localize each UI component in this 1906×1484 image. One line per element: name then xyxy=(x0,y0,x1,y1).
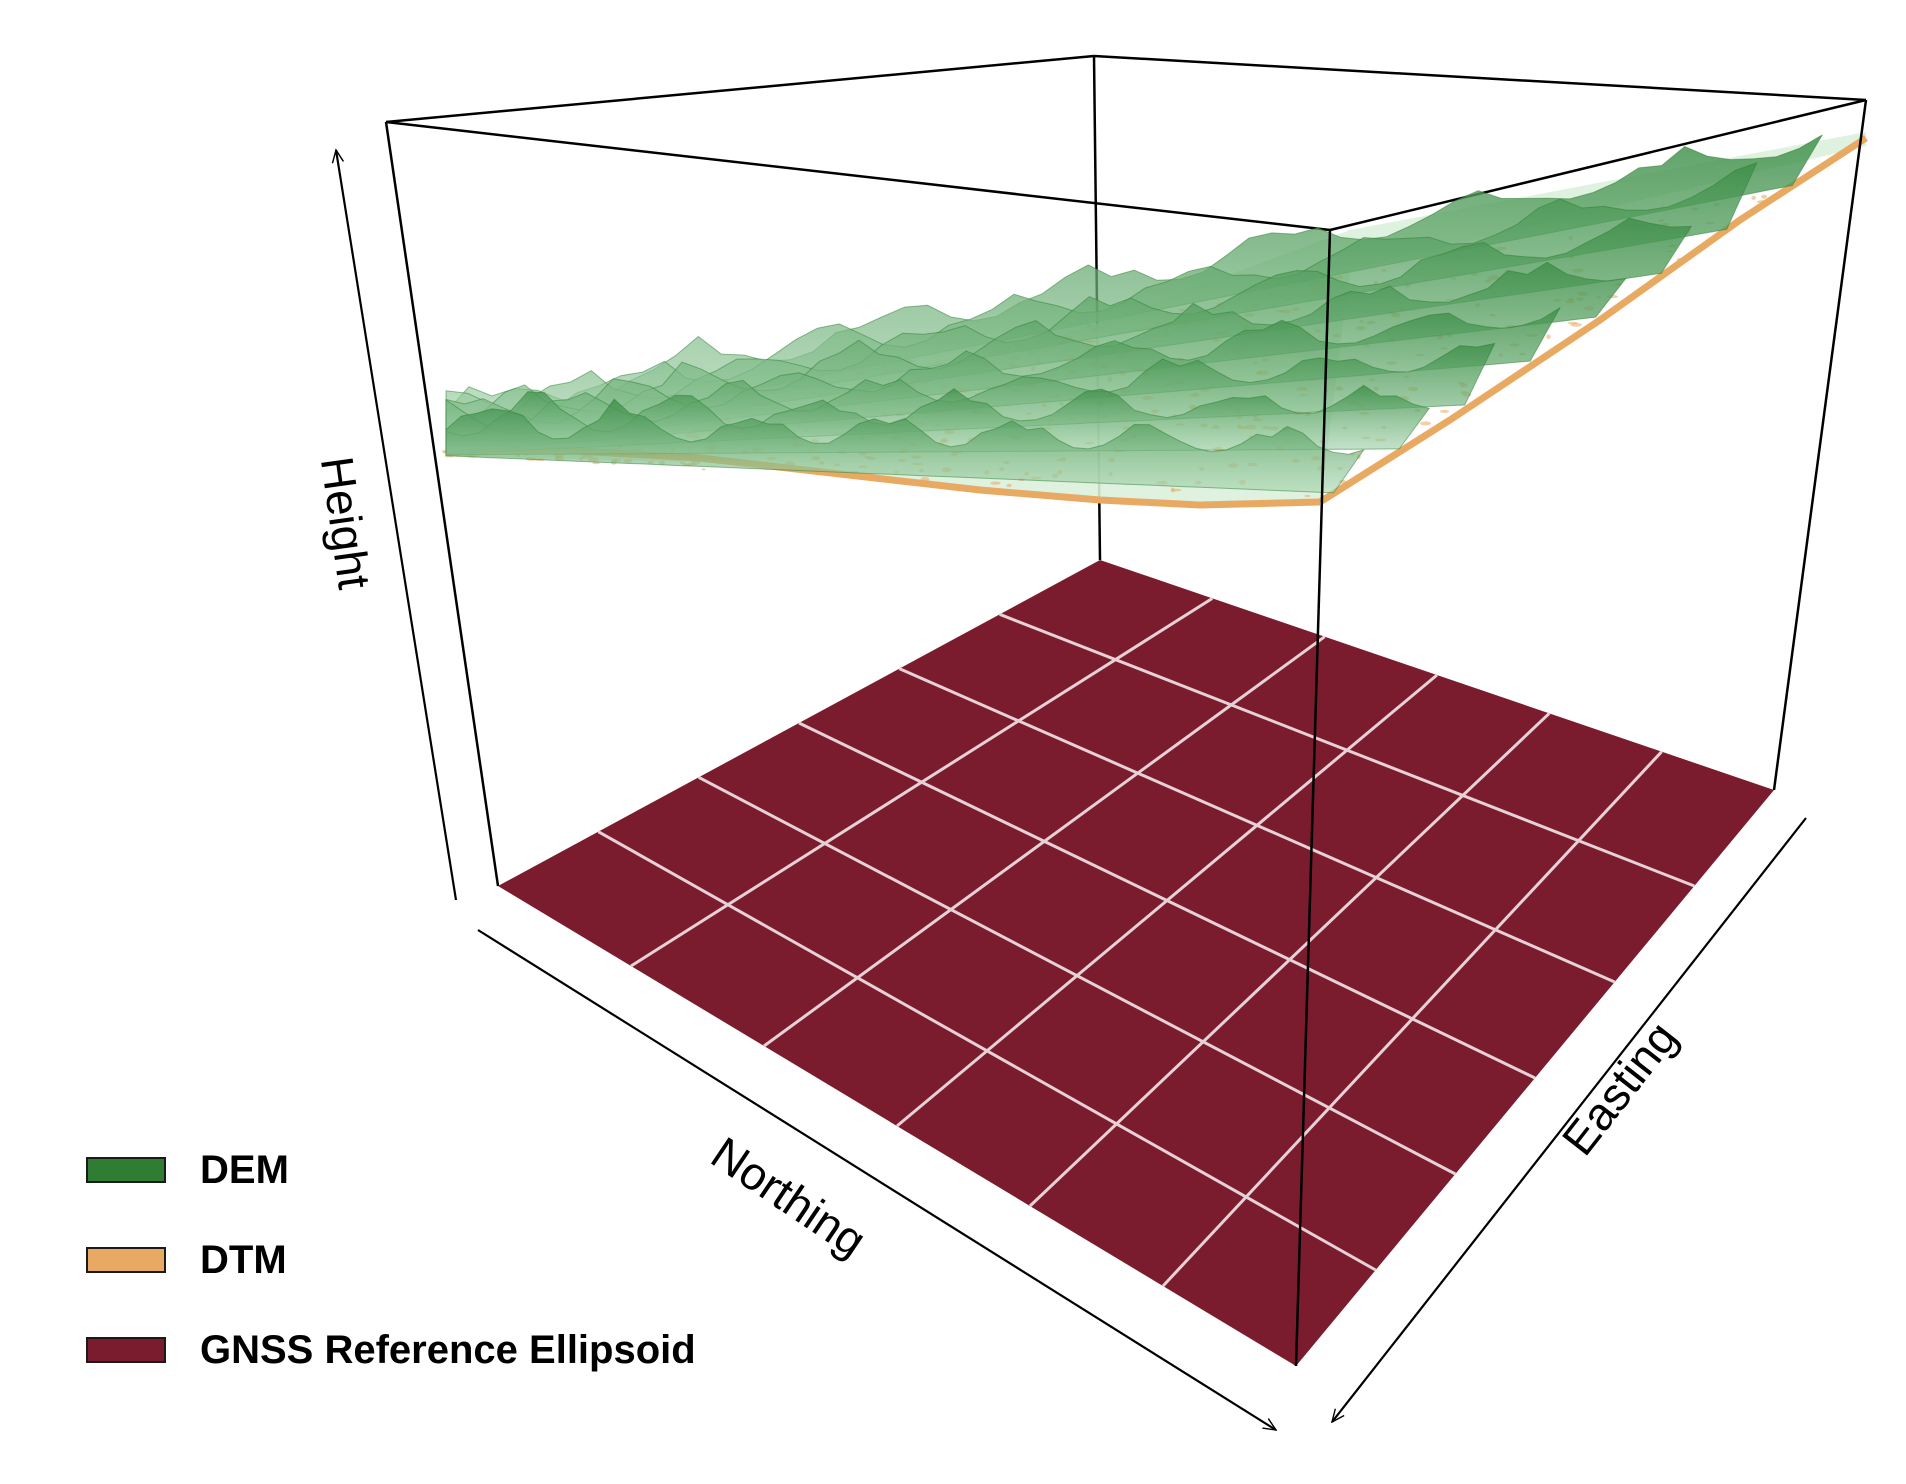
easting-axis-arrow xyxy=(1332,817,1807,1422)
dtm-speck xyxy=(1756,200,1768,204)
dtm-speck xyxy=(862,473,874,476)
northing-axis-arrow xyxy=(477,929,1276,1431)
easting-axis-label: Easting xyxy=(1552,1012,1687,1165)
height-axis-arrow xyxy=(336,150,458,901)
dem-canopy-row xyxy=(445,398,1365,494)
dtm-speck xyxy=(990,481,1001,485)
dtm-speck xyxy=(1676,258,1684,262)
legend-item-dtm: DTM xyxy=(86,1237,287,1282)
dtm-speck xyxy=(1170,487,1175,493)
dem-canopy-rows xyxy=(445,134,1823,494)
dtm-speck xyxy=(920,477,930,482)
legend-label-dem: DEM xyxy=(200,1147,289,1192)
legend-label-dtm: DTM xyxy=(200,1237,287,1282)
axes xyxy=(336,150,1807,1431)
dtm-edge-right xyxy=(1318,135,1868,505)
legend-item-dem: DEM xyxy=(86,1147,289,1192)
legend-item-ellipsoid: GNSS Reference Ellipsoid xyxy=(86,1327,696,1372)
legend-label-ellipsoid: GNSS Reference Ellipsoid xyxy=(200,1327,696,1372)
dtm-speck xyxy=(701,468,706,471)
dtm-speck xyxy=(1304,494,1311,498)
dem-swatch xyxy=(86,1157,166,1183)
dtm-speck xyxy=(1751,195,1757,200)
dtm-speck xyxy=(1439,409,1450,413)
ellipsoid-swatch xyxy=(86,1337,166,1363)
dtm-speck xyxy=(1546,334,1551,340)
dtm-speck xyxy=(1006,483,1012,488)
dtm-speck xyxy=(1761,194,1768,199)
dtm-swatch xyxy=(86,1247,166,1273)
dtm-speck xyxy=(1567,321,1579,325)
bounding-box-front xyxy=(384,99,1868,1367)
terrain-surface xyxy=(441,132,1868,509)
height-axis-label: Height xyxy=(311,453,381,592)
northing-axis-label: Northing xyxy=(702,1127,875,1267)
ellipsoid-grid xyxy=(597,597,1695,1288)
dtm-speck xyxy=(1419,421,1432,426)
grid-line xyxy=(1161,750,1663,1288)
gnss-reference-ellipsoid-plane xyxy=(498,560,1774,1366)
